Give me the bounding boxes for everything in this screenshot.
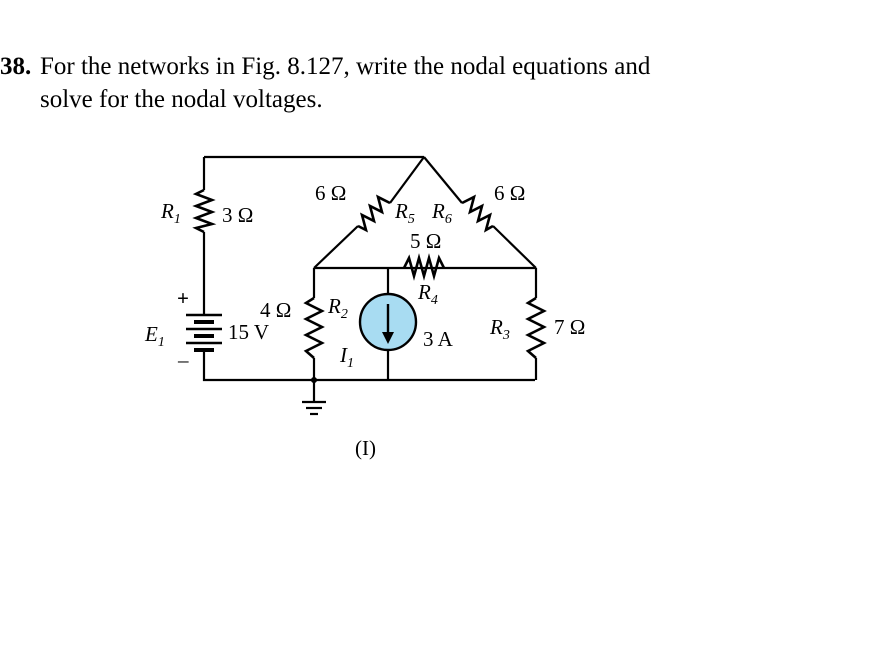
E1-minus-sign: – [177, 348, 189, 372]
ground-node-dot [311, 377, 317, 383]
I1-value: 3 A [423, 327, 454, 351]
problem-text-line-1: For the networks in Fig. 8.127, write th… [40, 53, 651, 80]
circuit-labels: R1 3 Ω 6 Ω R5 6 Ω R6 5 Ω R4 4 Ω R2 15 V … [144, 181, 585, 460]
R3-symbol: R3 [489, 315, 510, 343]
R5-value: 6 Ω [315, 181, 346, 205]
arrow-head-icon [382, 332, 394, 344]
R2-symbol: R2 [327, 294, 348, 322]
R4-symbol: R4 [417, 280, 438, 308]
figure-caption: (I) [355, 436, 376, 460]
apex-to-R6-wire [423, 156, 463, 204]
R6-value: 6 Ω [494, 181, 525, 205]
resistor-R5 [357, 194, 391, 233]
resistor-R6 [461, 194, 494, 233]
apex-to-R5-wire [389, 156, 425, 204]
problem-number: 38. [0, 53, 32, 80]
R2-value: 4 Ω [260, 298, 291, 322]
I1-symbol: I1 [339, 343, 354, 371]
battery-E1 [186, 313, 222, 352]
resistor-R1 [192, 188, 217, 234]
resistor-R2 [303, 296, 325, 359]
bottom-wire [202, 350, 535, 382]
ground-symbol [302, 377, 326, 416]
R5-to-node-wire [313, 225, 359, 269]
R3-value: 7 Ω [554, 315, 585, 339]
R1-symbol: R1 [160, 199, 181, 227]
resistor-R3 [525, 296, 547, 359]
resistor-R4 [402, 253, 446, 281]
problem-text-line-2: solve for the nodal voltages. [40, 86, 323, 113]
R6-symbol: R6 [431, 199, 452, 227]
R6-to-node-wire [492, 225, 537, 269]
E1-plus-sign: + [177, 286, 189, 310]
R1-value: 3 Ω [222, 203, 253, 227]
circuit-wires [202, 155, 538, 402]
E1-symbol: E1 [144, 322, 165, 350]
E1-value: 15 V [228, 320, 269, 344]
current-source-I1 [358, 292, 418, 352]
R4-value: 5 Ω [410, 229, 441, 253]
R5-symbol: R5 [394, 199, 415, 227]
